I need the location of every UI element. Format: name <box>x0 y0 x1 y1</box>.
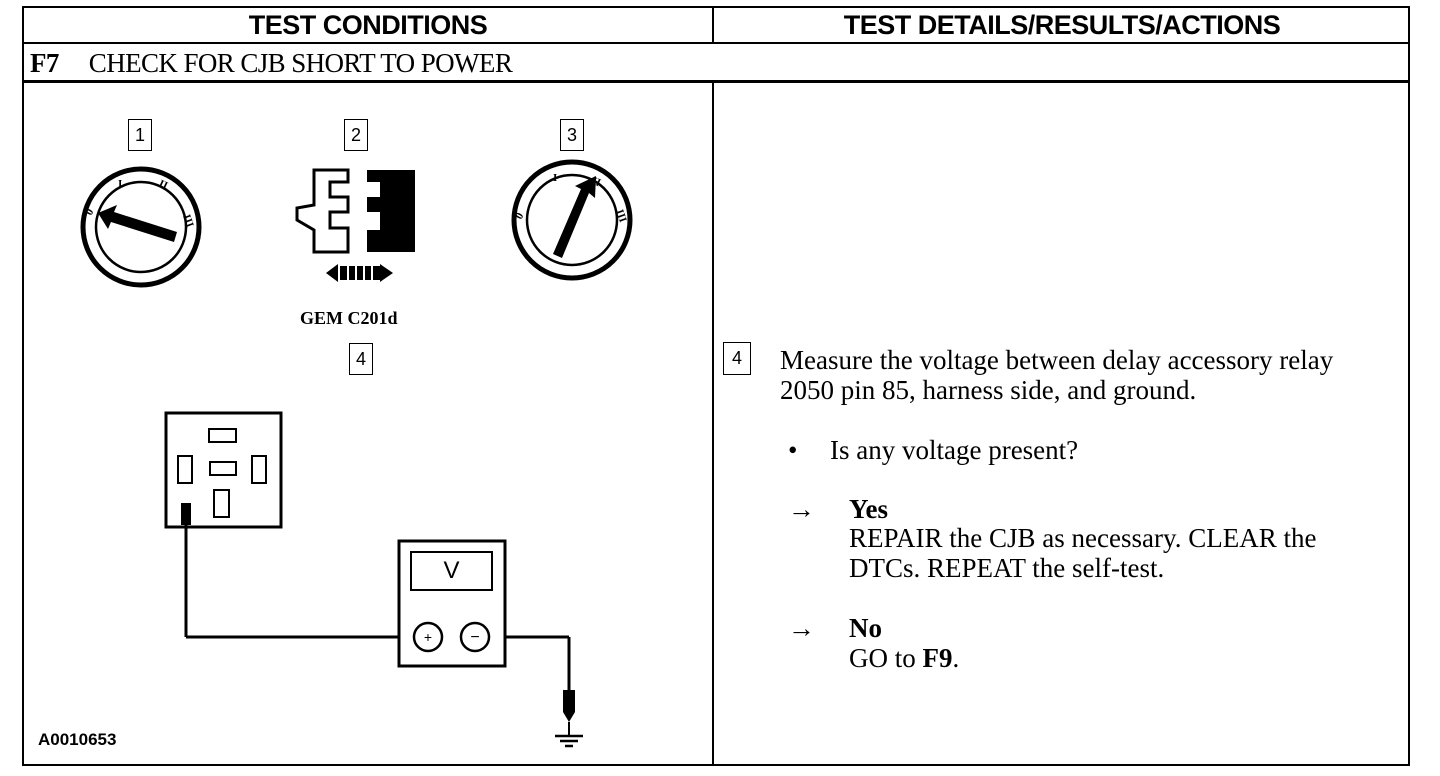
yes-action-line-2: DTCs. REPEAT the self-test. <box>849 553 1165 583</box>
yes-action-line-1: REPAIR the CJB as necessary. CLEAR the <box>849 523 1317 553</box>
no-label: No <box>849 613 882 643</box>
header-divider <box>712 8 714 43</box>
step-title: F7 CHECK FOR CJB SHORT TO POWER <box>30 44 513 82</box>
procedure-table: TEST CONDITIONS TEST DETAILS/RESULTS/ACT… <box>22 6 1410 766</box>
header-rule <box>24 42 1410 44</box>
svg-text:I: I <box>553 172 557 184</box>
svg-text:III: III <box>613 208 629 224</box>
detail-step-number: 4 <box>723 342 751 375</box>
connector-icon <box>295 168 415 282</box>
connector-label: GEM C201d <box>300 308 398 328</box>
svg-text:+: + <box>424 629 432 645</box>
diagram-label-4: 4 <box>349 343 373 375</box>
yes-label: Yes <box>849 494 888 524</box>
step-code: F7 <box>30 48 59 78</box>
diagram-label-2: 2 <box>344 119 368 151</box>
step-title-text: CHECK FOR CJB SHORT TO POWER <box>88 48 513 78</box>
title-rule <box>24 80 1410 83</box>
svg-text:III: III <box>180 213 196 229</box>
svg-text:−: − <box>470 629 479 646</box>
meter-symbol: V <box>443 557 460 584</box>
bullet-icon: • <box>788 435 798 465</box>
figure-id: A0010653 <box>38 730 117 749</box>
no-action-target-link[interactable]: F9 <box>922 643 953 673</box>
diagram-label-1: 1 <box>128 119 152 151</box>
arrow-right-icon: → <box>788 494 815 524</box>
ignition-switch-off-icon: 0 I II III <box>80 166 202 288</box>
svg-text:I: I <box>118 178 122 190</box>
instruction-line-2: 2050 pin 85, harness side, and ground. <box>780 375 1197 405</box>
arrow-right-icon: → <box>788 613 815 643</box>
no-action: GO to F9. <box>849 643 959 673</box>
test-leads-icon <box>181 503 583 748</box>
header-test-conditions: TEST CONDITIONS <box>248 10 488 40</box>
no-action-suffix: . <box>952 643 960 673</box>
header-test-details: TEST DETAILS/RESULTS/ACTIONS <box>843 10 1281 40</box>
test-diagram: 0 I II III 0 I II III <box>80 159 633 748</box>
svg-text:0: 0 <box>83 206 96 217</box>
question-text: Is any voltage present? <box>830 435 1079 465</box>
svg-text:0: 0 <box>513 210 526 221</box>
column-divider <box>712 83 714 766</box>
instruction-line-1: Measure the voltage between delay access… <box>780 345 1334 375</box>
ignition-switch-run-icon: 0 I II III <box>511 159 633 281</box>
voltmeter-icon: + − <box>397 539 507 668</box>
diagram-label-3: 3 <box>560 119 584 151</box>
no-action-prefix: GO to <box>849 643 923 673</box>
